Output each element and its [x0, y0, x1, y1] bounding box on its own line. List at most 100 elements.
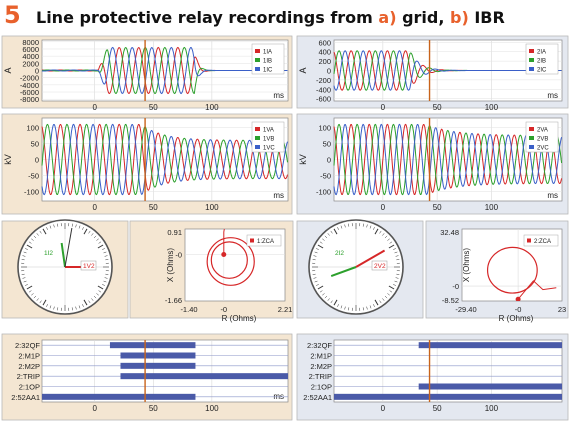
grid-current-y-tick-3: -2000: [20, 74, 39, 83]
ibr-voltage-y-tick-1: -50: [320, 171, 331, 180]
grid-digital-row-label-4: 2:1OP: [19, 383, 40, 392]
title-label-a: a): [378, 8, 397, 27]
ibr-impedance-x-tick-right: 23: [558, 305, 566, 314]
grid-voltage-legend-label-1: 1VB: [263, 137, 274, 143]
grid-voltage-y-tick-2: 0: [35, 156, 39, 165]
grid-phasor-vector-1I2: [60, 242, 66, 268]
ibr-current-legend-label-0: 2IA: [537, 50, 546, 56]
ibr-phasor-tick-31: [316, 284, 319, 286]
grid-current-x-tick-2: 100: [205, 103, 219, 112]
grid-impedance-y-label: X (Ohms): [166, 248, 175, 283]
grid-digital-row-label-3: 2:TRIP: [17, 372, 40, 381]
ibr-phasor-tick-64: [387, 238, 390, 241]
grid-phasor-tick-67: [102, 248, 105, 250]
ibr-phasor-tick-22: [340, 305, 343, 309]
grid-digital-row-label-0: 2:32QF: [15, 341, 40, 350]
ibr-current-x-tick-1: 50: [433, 103, 442, 112]
ibr-phasor-tick-43: [319, 241, 323, 244]
grid-voltage-legend-label-2: 1VC: [263, 146, 275, 152]
ibr-impedance-legend-label: 2:ZCA: [534, 239, 551, 245]
ibr-current-y-tick-2: -200: [316, 76, 331, 85]
grid-phasor-tick-40: [23, 251, 27, 254]
grid-voltage-legend-swatch-2: [255, 145, 260, 149]
title-label-b: b): [450, 8, 469, 27]
ibr-voltage-series-2VB: [333, 123, 563, 196]
ibr-phasor-vector-2V2: [355, 249, 386, 268]
grid-impedance-marks: [206, 229, 255, 286]
grid-phasor-tick-70: [105, 259, 109, 261]
ibr-voltage-legend-label-2: 2VC: [537, 146, 549, 152]
grid-digital-row-label-1: 2:M1P: [18, 352, 40, 361]
ibr-phasor-label-current: 2I2: [335, 250, 344, 257]
ibr-phasor-tick-52: [348, 223, 350, 227]
grid-phasor-tick-49: [46, 227, 48, 230]
ibr-current-legend-swatch-1: [529, 58, 534, 62]
grid-voltage-x-tick-0: 0: [92, 203, 97, 212]
ibr-digital-row-label-3: 2:TRIP: [309, 372, 332, 381]
ibr-phasor-tick-45: [324, 235, 328, 239]
grid-digital-row-label-5: 2:52AA1: [11, 393, 40, 402]
grid-current-legend-swatch-1: [255, 58, 260, 62]
grid-current-y-label: A: [3, 67, 13, 73]
ibr-phasor-tick-58: [369, 225, 372, 229]
grid-digital-row-bar-2: [120, 362, 196, 369]
ibr-phasor-tick-39: [313, 255, 317, 257]
grid-current-legend-swatch-2: [255, 67, 260, 71]
ibr-phasor-tick-67: [393, 248, 396, 250]
ibr-digital-row-label-4: 2:1OP: [311, 383, 332, 392]
ibr-phasor-tick-50: [340, 225, 343, 229]
grid-phasor-tick-16: [71, 307, 73, 311]
ibr-digital-x-tick-0: 0: [381, 404, 386, 413]
grid-voltage-series-1VB: [41, 123, 288, 196]
figure-title: Line protective relay recordings from a)…: [36, 8, 505, 27]
grid-phasor-tick-9: [93, 295, 97, 299]
grid-voltage-legend-label-0: 1VA: [263, 128, 274, 134]
grid-current-legend-label-0: 1IA: [263, 50, 272, 56]
grid-current-y-tick-7: 6000: [22, 45, 39, 54]
grid-phasor-tick-59: [82, 227, 84, 230]
grid-phasor-tick-2: [105, 273, 109, 275]
ibr-impedance-circle-0: [486, 246, 538, 294]
grid-impedance-legend: [246, 234, 282, 247]
grid-phasor-tick-14: [78, 305, 81, 309]
ibr-phasor-tick-65: [389, 241, 393, 244]
grid-impedance-x-tick-left: -1.40: [180, 305, 197, 314]
ibr-phasor-tick-44: [322, 238, 325, 241]
grid-impedance-point: [221, 251, 227, 257]
ibr-current-series-2IC: [333, 50, 562, 91]
ibr-phasor-tick-8: [387, 293, 390, 296]
grid-phasor-tick-4: [103, 280, 107, 283]
ibr-phasor-tick-12: [374, 299, 379, 306]
ibr-phasor-tick-4: [394, 280, 398, 283]
ibr-phasor-label-voltage: 2V2: [374, 263, 386, 270]
ibr-phasor-tick-68: [394, 251, 398, 254]
ibr-current-y-tick-4: 200: [318, 57, 331, 66]
ibr-digital-x-tick-1: 50: [433, 404, 442, 413]
ibr-voltage-y-tick-4: 100: [318, 124, 331, 133]
grid-phasor-tick-45: [33, 235, 37, 239]
ibr-impedance-point: [515, 296, 521, 301]
grid-current-y-tick-1: -6000: [20, 88, 39, 97]
grid-phasor-tick-56: [71, 223, 73, 227]
ibr-phasor-tick-3: [395, 277, 399, 279]
grid-phasor-tick-5: [102, 284, 105, 286]
grid-phasor-tick-30: [26, 285, 33, 290]
ibr-phasor-tick-2: [396, 273, 400, 275]
ibr-phasor-tick-57: [366, 224, 368, 228]
grid-phasor-tick-44: [31, 238, 34, 241]
grid-phasor-tick-63: [93, 235, 97, 239]
grid-phasor-tick-43: [28, 241, 32, 244]
ibr-voltage-y-tick-0: -100: [316, 187, 331, 196]
ibr-impedance-x-tick-left: -29.40: [455, 305, 476, 314]
ibr-voltage-series-2VC: [333, 123, 563, 196]
grid-current-series-1IC: [41, 46, 288, 95]
grid-current-y-tick-4: 0: [35, 67, 39, 76]
grid-voltage-legend-swatch-1: [255, 136, 260, 140]
grid-voltage-y-tick-0: -100: [24, 187, 39, 196]
ibr-phasor-tick-21: [344, 306, 346, 310]
grid-current-y-tick-6: 4000: [22, 52, 39, 61]
grid-current-y-tick-8: 8000: [22, 38, 39, 47]
grid-impedance-legend-swatch: [250, 238, 254, 243]
grid-phasor-tick-62: [91, 233, 94, 236]
